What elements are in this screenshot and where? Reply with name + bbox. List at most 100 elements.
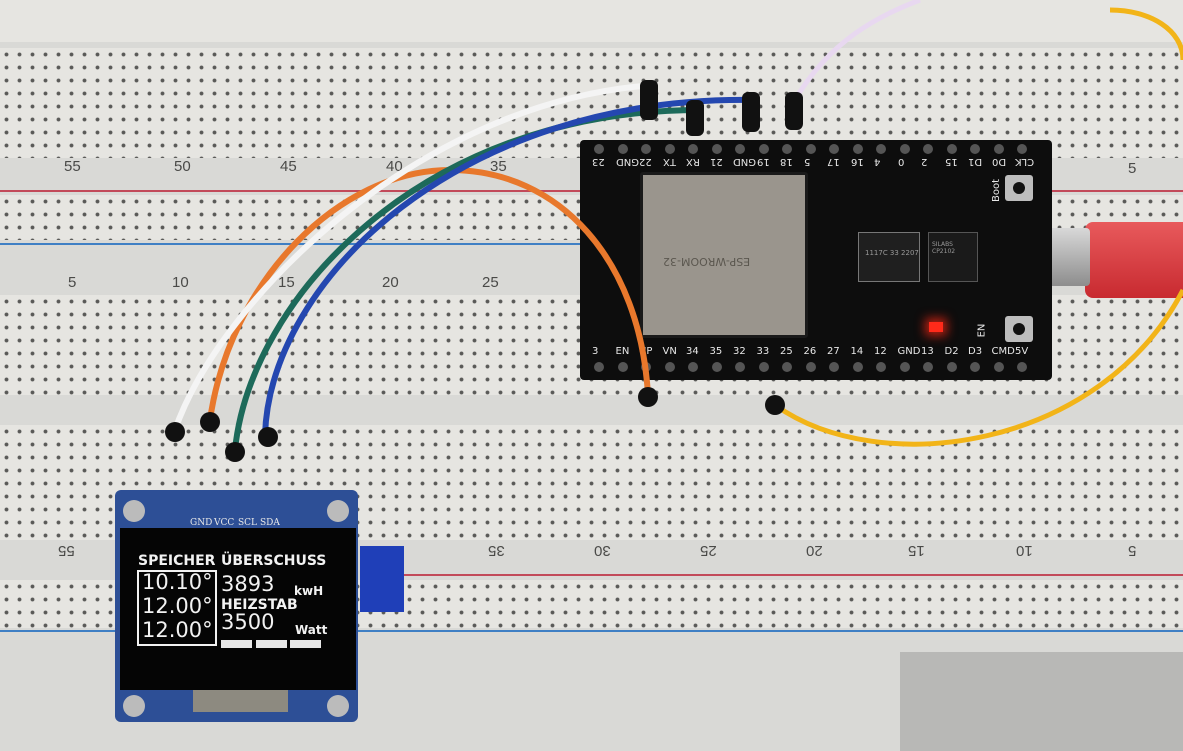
pin-label: 14 — [850, 346, 864, 357]
pin-hole — [664, 144, 675, 154]
pin-hole — [641, 144, 651, 154]
pin-label: 25 — [780, 346, 793, 357]
pin-label: SDA — [260, 518, 280, 528]
pin-hole — [993, 144, 1004, 154]
pin-hole — [1017, 144, 1027, 154]
usb-uart-chip: SILABS CP2102 — [928, 232, 978, 282]
level-bar — [290, 640, 321, 648]
mount-hole — [327, 500, 349, 522]
surplus-unit: kwH — [294, 584, 324, 598]
pin-label: 3 — [592, 346, 599, 357]
pin-hole — [805, 362, 816, 372]
pin-label: GND — [897, 346, 921, 357]
pin-hole — [735, 144, 745, 154]
pin-label: CMD — [991, 346, 1015, 357]
pin-label: SCL — [238, 518, 258, 528]
temp-value: 10.10° — [142, 570, 213, 594]
pin-hole — [852, 362, 863, 372]
pin-hole — [617, 144, 628, 154]
blue-wire — [262, 96, 756, 436]
pin-label: VN — [662, 346, 677, 357]
pin-hole — [876, 144, 886, 154]
yellow-wire — [773, 288, 1183, 447]
pin-label: 27 — [827, 346, 840, 357]
wire-plug — [640, 80, 658, 120]
pin-hole — [852, 144, 863, 154]
wire-plug — [765, 395, 785, 415]
ribbon-connector — [193, 690, 288, 712]
pin-hole — [946, 144, 957, 154]
pin-hole — [993, 362, 1004, 372]
oled-header-left: SPEICHER — [138, 553, 216, 569]
temp-value: 12.00° — [142, 594, 213, 618]
pin-label: 32 — [733, 346, 746, 357]
temp-box — [137, 570, 217, 646]
pin-hole — [946, 362, 957, 372]
row-number: 20 — [382, 274, 399, 291]
rail-blue-line — [0, 243, 580, 245]
pin-hole — [970, 362, 980, 372]
heater-label: HEIZSTAB — [221, 597, 298, 613]
pin-hole — [735, 362, 745, 372]
wire-plug — [200, 412, 220, 432]
pin-label: 35 — [709, 346, 723, 357]
pin-label: GND — [190, 518, 213, 528]
row-number: 40 — [386, 158, 403, 175]
power-led — [929, 322, 943, 332]
pin-label: D2 — [944, 346, 959, 357]
rail-red-line — [360, 574, 1183, 576]
regulator-label: 1117C 33 2207 — [865, 249, 919, 257]
pin-hole — [758, 144, 769, 154]
row-number: 5 — [1128, 160, 1137, 177]
mount-hole — [123, 695, 145, 717]
wire-plug — [225, 442, 245, 462]
pin-hole — [829, 362, 839, 372]
green-wire — [232, 107, 701, 451]
level-bar — [256, 640, 287, 648]
boot-button[interactable] — [1005, 175, 1033, 201]
regulator-chip: 1117C 33 2207 — [858, 232, 920, 282]
wire-plug — [165, 422, 185, 442]
pin-label: 26 — [803, 346, 817, 357]
pin-label: 33 — [756, 346, 770, 357]
row-number: 45 — [280, 158, 297, 175]
level-bar — [221, 640, 252, 648]
temp-value: 12.00° — [142, 618, 213, 642]
pin-hole — [711, 144, 722, 154]
rail-blue-line — [0, 630, 1183, 632]
pin-hole — [782, 362, 792, 372]
wire-plug — [785, 92, 803, 130]
row-number: 35 — [490, 158, 507, 175]
pink-wire — [792, 0, 921, 102]
usb-cable — [1085, 222, 1183, 298]
en-button[interactable] — [1005, 316, 1033, 342]
oled-screen — [120, 528, 356, 690]
mount-hole — [327, 695, 349, 717]
pin-label: 12 — [874, 346, 887, 357]
yellow-wire — [1109, 7, 1183, 61]
table-surface — [900, 652, 1183, 751]
pin-hole — [594, 362, 604, 372]
pin-hole — [923, 362, 933, 372]
wire-plug — [638, 387, 658, 407]
row-number: 15 — [278, 274, 295, 291]
pin-hole — [711, 362, 722, 372]
row-number: 50 — [174, 158, 191, 175]
pin-hole — [758, 362, 769, 372]
breadboard-upper-terminal — [0, 48, 1183, 158]
row-number: 55 — [64, 158, 81, 175]
pin-label: 34 — [686, 346, 699, 357]
pin-hole — [782, 144, 792, 154]
pin-hole — [899, 144, 910, 154]
heater-value: 3500 — [221, 610, 275, 634]
pin-hole — [923, 144, 933, 154]
row-number: 5 — [68, 274, 77, 291]
blue-component — [360, 546, 404, 612]
oled-header-right: ÜBERSCHUSS — [221, 553, 327, 569]
row-number: 10 — [172, 274, 189, 291]
pin-hole — [617, 362, 628, 372]
wire-plug — [686, 100, 704, 136]
pin-hole — [664, 362, 675, 372]
surplus-value: 3893 — [221, 572, 275, 596]
